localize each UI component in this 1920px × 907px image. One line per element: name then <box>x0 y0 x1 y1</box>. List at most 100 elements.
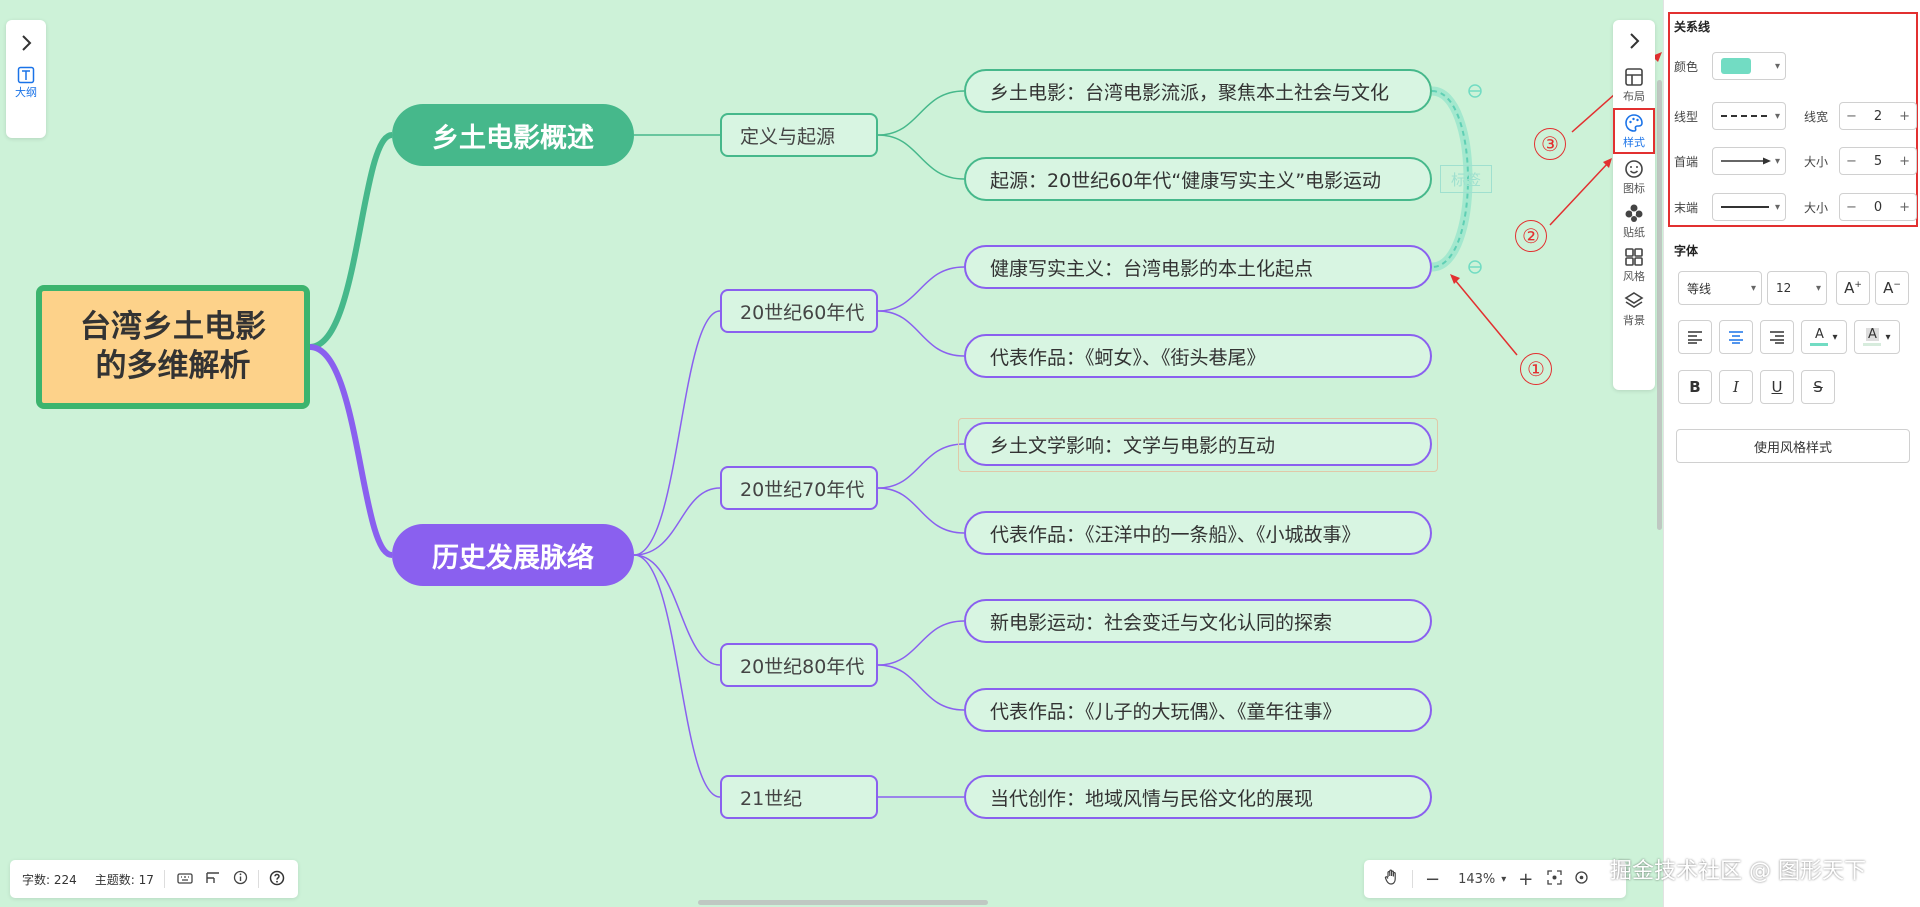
chevron-right-icon[interactable] <box>1627 32 1641 56</box>
mindmap-canvas[interactable]: 台湾乡土电影 的多维解析 乡土电影概述 历史发展脉络 定义与起源 20世纪60年… <box>0 0 1663 907</box>
plus-icon[interactable]: + <box>1899 153 1910 169</box>
tool-background[interactable]: 背景 <box>1613 290 1655 328</box>
subtopic-21st-century[interactable]: 21世纪 <box>720 775 878 819</box>
leaf-topic[interactable]: 新电影运动：社会变迁与文化认同的探索 <box>964 599 1432 643</box>
highlight-color-button[interactable]: A▾ <box>1854 320 1900 354</box>
tool-label: 布局 <box>1623 90 1645 103</box>
subtopic-1960s[interactable]: 20世纪60年代 <box>720 289 878 333</box>
zoom-in-button[interactable]: + <box>1518 868 1534 890</box>
tool-sticker[interactable]: 贴纸 <box>1613 202 1655 240</box>
tail-arrow-select[interactable]: ▾ <box>1712 193 1786 221</box>
info-icon[interactable] <box>233 870 248 888</box>
topic-count: 主题数: 17 <box>94 872 154 887</box>
leaf-topic[interactable]: 起源：20世纪60年代“健康写实主义”电影运动 <box>964 157 1432 201</box>
increase-font-button[interactable]: A+ <box>1836 271 1870 305</box>
locate-icon[interactable] <box>1574 870 1589 889</box>
leaf-topic[interactable]: 代表作品：《儿子的大玩偶》、《童年往事》 <box>964 688 1432 732</box>
head-size-stepper[interactable]: −5 + <box>1839 147 1917 175</box>
line-width-value[interactable]: 2 <box>1873 108 1883 124</box>
leaf-topic[interactable]: 代表作品：《汪洋中的一条船》、《小城故事》 <box>964 511 1432 555</box>
vertical-scrollbar[interactable] <box>1657 80 1662 530</box>
plus-icon[interactable]: + <box>1899 199 1910 215</box>
font-family-value: 等线 <box>1687 281 1712 296</box>
zoom-level[interactable]: 143% <box>1458 871 1496 887</box>
highlight-box <box>1668 12 1918 227</box>
leaf-label: 乡土文学影响：文学与电影的互动 <box>990 434 1276 457</box>
tool-style[interactable]: 样式 <box>1613 108 1655 154</box>
minus-icon[interactable]: − <box>1846 153 1857 169</box>
subtopic-1980s[interactable]: 20世纪80年代 <box>720 643 878 687</box>
decrease-font-button[interactable]: A− <box>1875 271 1909 305</box>
strikethrough-button[interactable]: S <box>1801 370 1835 404</box>
tool-layout[interactable]: 布局 <box>1613 66 1655 104</box>
leaf-label: 当代创作：地域风情与民俗文化的展现 <box>990 787 1314 810</box>
align-left-button[interactable] <box>1678 320 1712 354</box>
hand-icon[interactable] <box>1384 869 1398 889</box>
solid-line-preview <box>1721 206 1769 208</box>
leaf-topic[interactable]: 当代创作：地域风情与民俗文化的展现 <box>964 775 1432 819</box>
zoom-bar: − 143% ▾ + <box>1364 860 1626 898</box>
line-width-stepper[interactable]: −2 + <box>1839 102 1917 130</box>
subtopic-definition[interactable]: 定义与起源 <box>720 113 878 157</box>
minus-icon[interactable]: − <box>1846 199 1857 215</box>
tail-size-value[interactable]: 0 <box>1873 199 1883 215</box>
leaf-topic[interactable]: 乡土文学影响：文学与电影的互动 <box>964 422 1432 466</box>
dashed-line-preview <box>1721 115 1767 117</box>
branch-history[interactable]: 历史发展脉络 <box>392 524 634 586</box>
italic-icon: I <box>1733 378 1739 396</box>
root-topic[interactable]: 台湾乡土电影 的多维解析 <box>36 285 310 409</box>
bold-button[interactable]: B <box>1678 370 1712 404</box>
branch-overview[interactable]: 乡土电影概述 <box>392 104 634 166</box>
tool-icon[interactable]: 图标 <box>1613 158 1655 196</box>
horizontal-scrollbar[interactable] <box>698 900 988 905</box>
leaf-topic[interactable]: 乡土电影：台湾电影流派，聚焦本土社会与文化 <box>964 69 1432 113</box>
tool-theme[interactable]: 风格 <box>1613 246 1655 284</box>
leaf-label: 代表作品：《儿子的大玩偶》、《童年往事》 <box>990 700 1342 723</box>
chevron-right-icon[interactable] <box>19 30 33 56</box>
layers-icon <box>1624 292 1644 308</box>
underline-icon: U <box>1771 378 1783 396</box>
subtopic-label: 20世纪60年代 <box>740 301 865 324</box>
color-label: 颜色 <box>1674 60 1699 74</box>
connector-lines <box>309 52 1662 798</box>
branch-label: 乡土电影概述 <box>432 122 594 154</box>
minus-icon[interactable]: − <box>1846 108 1857 124</box>
watermark: 掘金技术社区 @ 图形天下 <box>1610 859 1866 884</box>
plus-icon[interactable]: + <box>1899 108 1910 124</box>
align-right-icon <box>1770 331 1784 344</box>
tail-size-label: 大小 <box>1804 201 1829 215</box>
tail-size-stepper[interactable]: −0 + <box>1839 193 1917 221</box>
chevron-down-icon[interactable]: ▾ <box>1501 873 1507 885</box>
font-family-select[interactable]: 等线▾ <box>1678 271 1762 305</box>
chevron-down-icon: ▾ <box>1832 331 1838 343</box>
font-color-icon: A <box>1810 328 1829 346</box>
color-select[interactable]: ▾ <box>1712 52 1786 80</box>
leaf-topic[interactable]: 健康写实主义：台湾电影的本土化起点 <box>964 245 1432 289</box>
minimap-icon[interactable] <box>205 871 221 888</box>
side-toolbar: 布局 样式 图标 贴纸 风格 背景 <box>1613 20 1655 390</box>
leaf-label: 健康写实主义：台湾电影的本土化起点 <box>990 257 1314 280</box>
underline-button[interactable]: U <box>1760 370 1794 404</box>
italic-button[interactable]: I <box>1719 370 1753 404</box>
leaf-topic[interactable]: 代表作品：《蚵女》、《街头巷尾》 <box>964 334 1432 378</box>
line-type-select[interactable]: ▾ <box>1712 102 1786 130</box>
use-style-button[interactable]: 使用风格样式 <box>1676 429 1910 463</box>
tool-label: 贴纸 <box>1623 226 1645 239</box>
fit-screen-icon[interactable] <box>1547 869 1563 889</box>
chevron-down-icon: ▾ <box>1774 61 1780 72</box>
align-right-button[interactable] <box>1760 320 1794 354</box>
head-arrow-select[interactable]: ▾ <box>1712 147 1786 175</box>
chevron-down-icon: ▾ <box>1774 111 1780 122</box>
leaf-label: 新电影运动：社会变迁与文化认同的探索 <box>990 611 1333 634</box>
head-size-value[interactable]: 5 <box>1873 153 1883 169</box>
align-center-button[interactable] <box>1719 320 1753 354</box>
help-icon[interactable] <box>269 870 285 889</box>
relation-label[interactable]: 标签 <box>1440 165 1492 193</box>
font-color-button[interactable]: A▾ <box>1801 320 1847 354</box>
keyboard-icon[interactable] <box>177 872 193 887</box>
font-size-select[interactable]: 12▾ <box>1767 271 1827 305</box>
zoom-out-button[interactable]: − <box>1425 868 1441 890</box>
line-type-label: 线型 <box>1674 110 1699 124</box>
outline-button[interactable]: 大纲 <box>15 66 37 100</box>
subtopic-1970s[interactable]: 20世纪70年代 <box>720 466 878 510</box>
